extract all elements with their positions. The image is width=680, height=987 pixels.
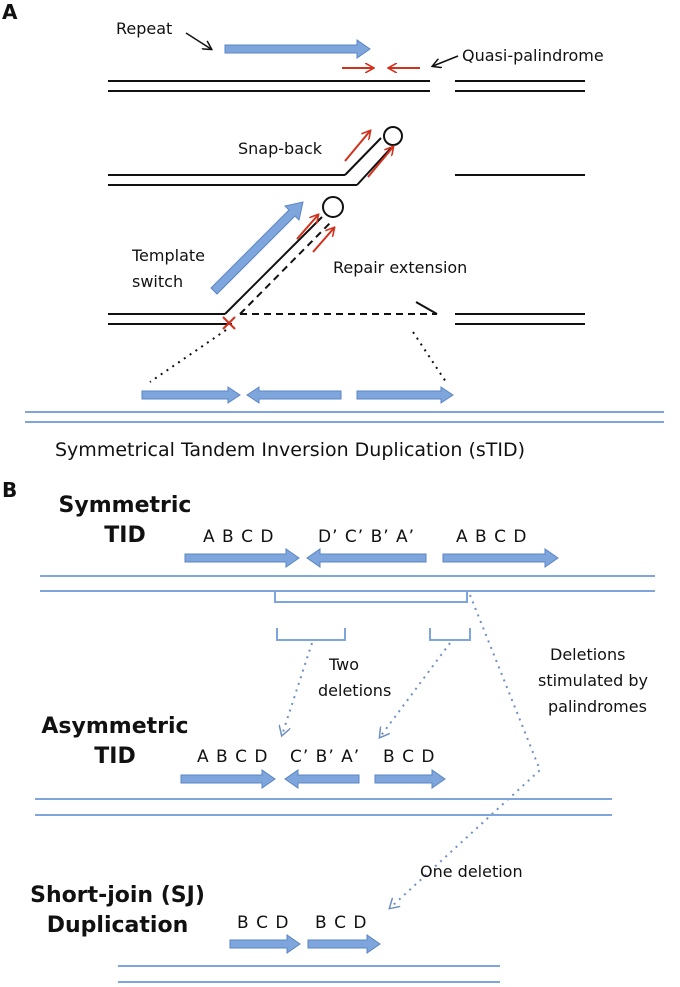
short-join-arrows: [229, 934, 381, 954]
asymmetric-tid-title-1: Asymmetric: [41, 714, 189, 739]
stid-dna: [25, 411, 664, 423]
quasi-palindrome-label: Quasi-palindrome: [462, 46, 604, 65]
template-switch-arrow: [210, 201, 304, 295]
stid-arrows: [141, 386, 454, 404]
quasi-palindrome-pointer: [433, 55, 459, 66]
asymmetric-tid-title-2: TID: [94, 744, 136, 769]
template-red-arrow-1: [296, 215, 318, 240]
short-join-seq-2: B C D: [315, 913, 368, 933]
stid-caption: Symmetrical Tandem Inversion Duplication…: [55, 439, 526, 461]
deletions-palindromes-label-2: stimulated by: [538, 671, 649, 690]
short-join-title-2: Duplication: [46, 913, 189, 938]
asymmetric-seq-3: B C D: [383, 747, 436, 767]
snapback-red-arrow-1: [344, 131, 370, 162]
asymmetric-seq-2: C’ B’ A’: [290, 747, 361, 767]
repeat-label: Repeat: [116, 19, 173, 38]
symmetric-tid-title-2: TID: [104, 523, 146, 548]
template-switch-label-2: switch: [132, 272, 184, 291]
symmetric-arrows: [184, 548, 559, 568]
two-deletions-label-2: deletions: [318, 681, 392, 700]
panel-b-letter: B: [2, 478, 18, 502]
snap-back-label: Snap-back: [238, 139, 323, 158]
snapback-red-arrow-2: [367, 147, 393, 178]
short-join-seq-1: B C D: [237, 913, 290, 933]
break-x-mark: [222, 316, 236, 330]
short-join-title-1: Short-join (SJ): [30, 883, 205, 908]
template-red-arrow-2: [312, 228, 334, 253]
symmetric-dna: [40, 575, 655, 592]
symmetric-seq-3: A B C D: [456, 527, 528, 547]
repair-extension-label: Repair extension: [333, 258, 468, 277]
deletions-palindromes-label-3: palindromes: [548, 697, 647, 716]
asymmetric-seq-1: A B C D: [197, 747, 269, 767]
projection-dotted-lines: [149, 329, 447, 383]
row2-dna: [108, 126, 585, 186]
asymmetric-arrows: [180, 769, 446, 789]
two-deletions-label-1: Two: [329, 655, 359, 674]
short-join-dna: [118, 965, 500, 983]
row3-dna: [108, 196, 585, 325]
row1-dna: [108, 80, 585, 92]
panel-a-letter: A: [2, 0, 18, 24]
deletions-palindromes-label-1: Deletions: [550, 645, 626, 664]
symmetric-seq-1: A B C D: [203, 527, 275, 547]
symmetric-seq-2: D’ C’ B’ A’: [318, 527, 416, 547]
repeat-pointer: [185, 32, 211, 49]
deletion-brackets: [274, 590, 471, 641]
row1-repeat-arrow: [224, 39, 371, 59]
template-switch-label-1: Template: [132, 246, 206, 265]
symmetric-tid-title-1: Symmetric: [58, 493, 192, 518]
asymmetric-dna: [35, 798, 612, 816]
one-deletion-label: One deletion: [420, 862, 523, 881]
